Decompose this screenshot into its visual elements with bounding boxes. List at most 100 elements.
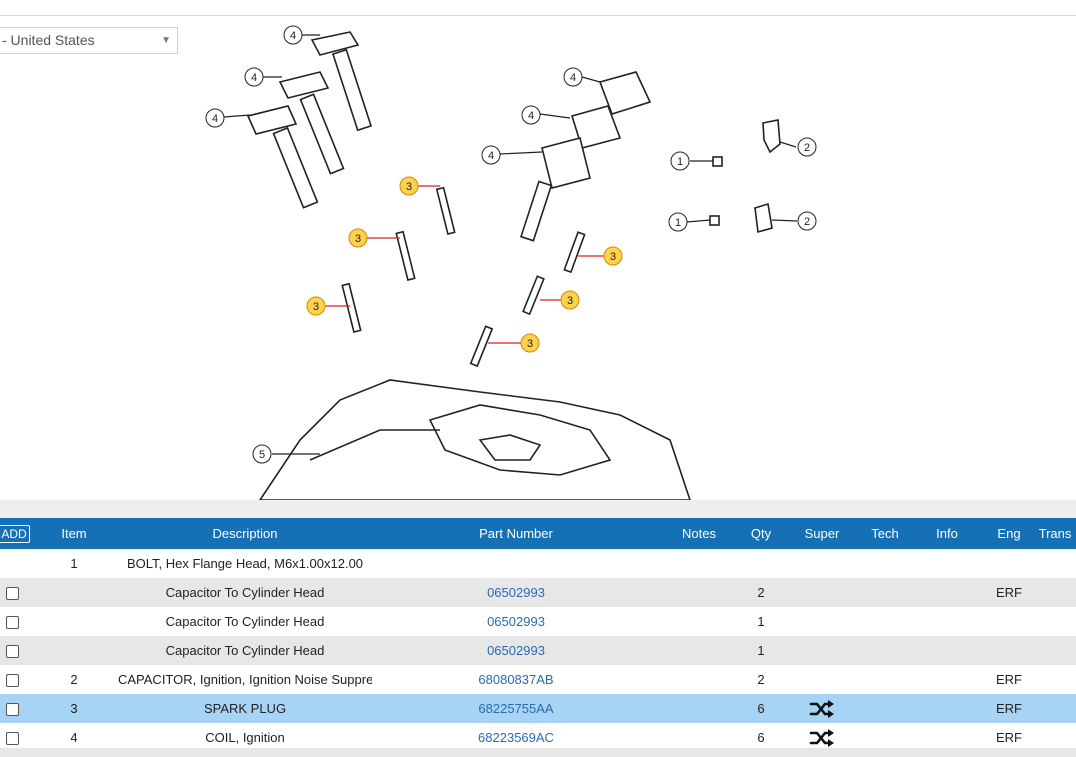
part-number-cell: 68223569AC (372, 723, 660, 752)
parts-table: ADD Item Description Part Number Notes Q… (0, 518, 1076, 752)
table-row[interactable]: Capacitor To Cylinder Head 06502993 1 (0, 636, 1076, 665)
part-number-cell: 06502993 (372, 578, 660, 607)
col-header-super[interactable]: Super (784, 518, 860, 549)
callout-1[interactable]: 1 (668, 212, 688, 232)
shuffle-icon[interactable] (809, 728, 835, 748)
col-header-qty[interactable]: Qty (738, 518, 784, 549)
ignition-coil (598, 71, 652, 115)
part-number-link[interactable]: 06502993 (487, 614, 545, 629)
callout-1[interactable]: 1 (670, 151, 690, 171)
add-button[interactable]: ADD (0, 524, 30, 543)
trans-cell (1034, 665, 1076, 694)
table-row[interactable]: 4 COIL, Ignition 68223569AC 6 ERF (0, 723, 1076, 752)
super-cell (784, 694, 860, 723)
trans-cell (1034, 723, 1076, 752)
callout-3[interactable]: 3 (306, 296, 326, 316)
notes-cell (660, 549, 738, 578)
col-header-trans[interactable]: Trans (1034, 518, 1076, 549)
col-header-info[interactable]: Info (910, 518, 984, 549)
item-cell: 2 (30, 665, 118, 694)
engine-manifold (259, 379, 691, 500)
row-checkbox[interactable] (6, 616, 19, 630)
row-checkbox-cell (0, 607, 30, 636)
col-header-eng[interactable]: Eng (984, 518, 1034, 549)
row-checkbox[interactable] (6, 732, 19, 746)
row-checkbox-cell (0, 636, 30, 665)
callout-4[interactable]: 4 (521, 105, 541, 125)
part-number-cell (372, 549, 660, 578)
callout-label: 3 (567, 295, 573, 307)
callout-4[interactable]: 4 (563, 67, 583, 87)
table-row[interactable]: Capacitor To Cylinder Head 06502993 2 ER… (0, 578, 1076, 607)
info-cell (910, 578, 984, 607)
part-number-link[interactable]: 06502993 (487, 585, 545, 600)
callout-3[interactable]: 3 (603, 246, 623, 266)
callout-label: 2 (804, 142, 810, 154)
callout-label: 4 (570, 72, 576, 84)
callout-2[interactable]: 2 (797, 137, 817, 157)
row-checkbox-cell (0, 549, 30, 578)
col-header-tech[interactable]: Tech (860, 518, 910, 549)
col-header-part-number[interactable]: Part Number (372, 518, 660, 549)
super-cell (784, 636, 860, 665)
part-number-link[interactable]: 68223569AC (478, 730, 554, 745)
trans-cell (1034, 694, 1076, 723)
callout-4[interactable]: 4 (205, 108, 225, 128)
table-row[interactable]: 2 CAPACITOR, Ignition, Ignition Noise Su… (0, 665, 1076, 694)
callout-label: 1 (677, 156, 683, 168)
col-header-notes[interactable]: Notes (660, 518, 738, 549)
table-row-selected[interactable]: 3 SPARK PLUG 68225755AA 6 ERF (0, 694, 1076, 723)
callout-3[interactable]: 3 (348, 228, 368, 248)
col-header-description[interactable]: Description (118, 518, 372, 549)
part-number-cell: 06502993 (372, 636, 660, 665)
shuffle-icon[interactable] (809, 699, 835, 719)
item-cell (30, 578, 118, 607)
row-checkbox[interactable] (6, 703, 19, 717)
description-cell: BOLT, Hex Flange Head, M6x1.00x12.00 (118, 549, 372, 578)
table-row[interactable]: 1 BOLT, Hex Flange Head, M6x1.00x12.00 (0, 549, 1076, 578)
callout-3[interactable]: 3 (560, 290, 580, 310)
callout-4[interactable]: 4 (283, 25, 303, 45)
super-cell (784, 607, 860, 636)
row-checkbox[interactable] (6, 645, 19, 659)
add-column-header: ADD (0, 518, 30, 549)
trans-cell (1034, 578, 1076, 607)
item-cell: 1 (30, 549, 118, 578)
ignition-coil (278, 71, 345, 175)
callout-2[interactable]: 2 (797, 211, 817, 231)
trans-cell (1034, 636, 1076, 665)
callout-4[interactable]: 4 (481, 145, 501, 165)
eng-cell (984, 607, 1034, 636)
country-select[interactable]: - United States ▼ (0, 27, 178, 54)
capacitor-part (709, 119, 781, 234)
part-number-link[interactable]: 68225755AA (478, 701, 554, 716)
callout-3[interactable]: 3 (399, 176, 419, 196)
callout-4[interactable]: 4 (244, 67, 264, 87)
eng-cell: ERF (984, 723, 1034, 752)
parts-diagram: 4 4 4 4 4 4 1 1 (205, 25, 817, 500)
ignition-coil (570, 105, 622, 149)
notes-cell (660, 636, 738, 665)
callout-label: 1 (675, 217, 681, 229)
super-cell (784, 549, 860, 578)
info-cell (910, 549, 984, 578)
eng-cell: ERF (984, 578, 1034, 607)
callout-label: 3 (610, 251, 616, 263)
row-checkbox[interactable] (6, 587, 19, 601)
callout-label: 2 (804, 216, 810, 228)
row-checkbox[interactable] (6, 674, 19, 688)
col-header-item[interactable]: Item (30, 518, 118, 549)
row-checkbox-cell (0, 578, 30, 607)
callout-label: 4 (488, 150, 494, 162)
eng-cell: ERF (984, 665, 1034, 694)
part-number-link[interactable]: 68080837AB (478, 672, 554, 687)
callout-5[interactable]: 5 (252, 444, 272, 464)
tech-cell (860, 665, 910, 694)
callout-label: 3 (313, 301, 319, 313)
part-number-link[interactable]: 06502993 (487, 643, 545, 658)
chevron-down-icon: ▼ (161, 35, 171, 46)
table-row[interactable]: Capacitor To Cylinder Head 06502993 1 (0, 607, 1076, 636)
eng-cell (984, 636, 1034, 665)
callout-3[interactable]: 3 (520, 333, 540, 353)
callout-label: 4 (528, 110, 534, 122)
